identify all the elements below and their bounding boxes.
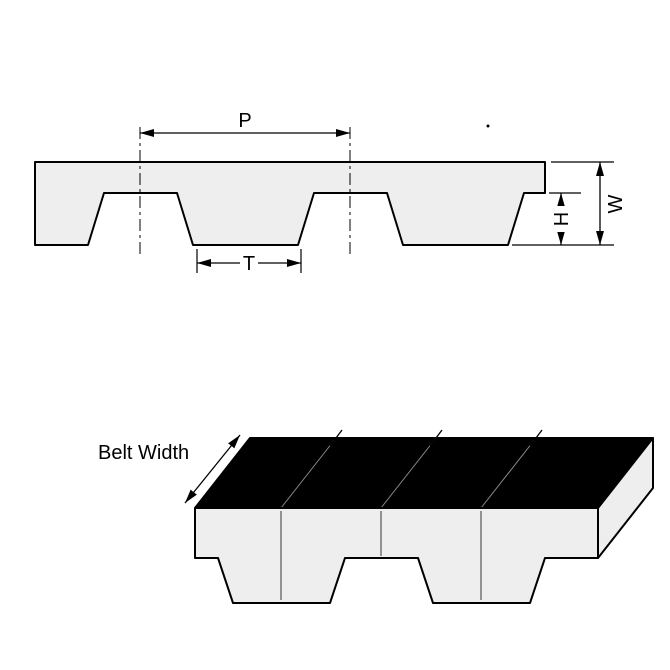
top-face-seam-3 <box>480 437 537 509</box>
cross-section-view: P T H <box>34 110 627 275</box>
pitch-label: P <box>238 110 251 132</box>
top-face-seam-1 <box>280 437 337 509</box>
tooth-height-label-mask <box>551 206 571 232</box>
back-edge-tick-1 <box>329 429 343 447</box>
pitch-dimension: P <box>140 110 350 137</box>
tooth-height-label: H <box>551 212 573 226</box>
tooth-width-label: T <box>243 253 255 275</box>
tooth-width-label-mask <box>240 251 258 273</box>
tooth-height-dimension: H <box>549 192 581 245</box>
belt-width-label: Belt Width <box>98 442 189 464</box>
top-face-seam-2 <box>380 437 437 509</box>
stray-mark-dot <box>486 124 490 128</box>
back-edge-tick-2 <box>429 429 443 447</box>
belt-top-face <box>194 437 654 509</box>
perspective-view: Belt Width <box>98 429 654 604</box>
belt-width-arrow <box>184 434 241 504</box>
belt-front-face <box>194 507 599 604</box>
belt-profile <box>34 161 546 246</box>
belt-thickness-label: W <box>605 194 627 213</box>
tooth-width-dimension: T <box>196 249 302 275</box>
back-edge-tick-3 <box>529 429 543 447</box>
belt-thickness-dimension: W <box>512 161 627 246</box>
